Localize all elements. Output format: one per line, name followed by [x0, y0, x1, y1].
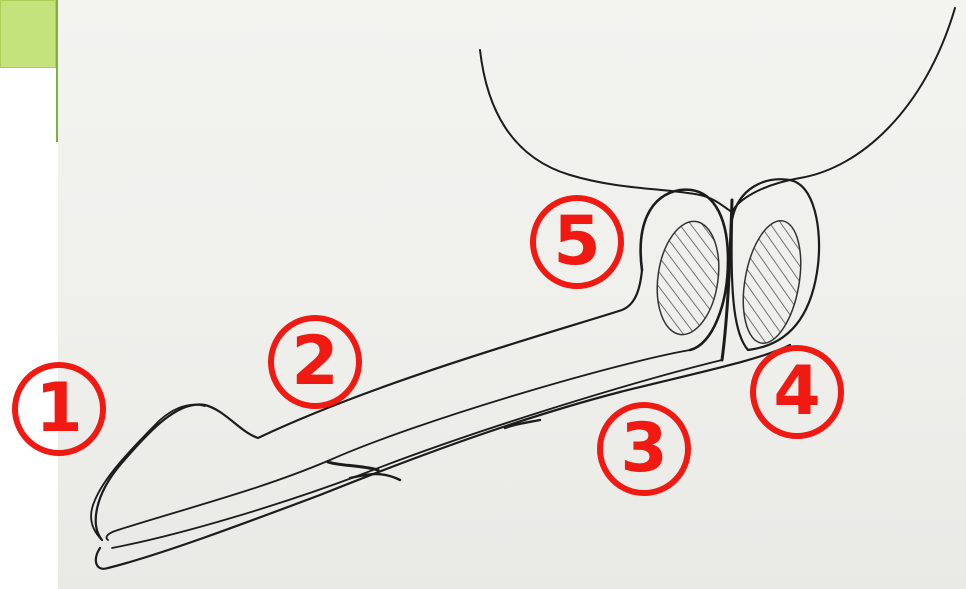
tube-left-tip [91, 405, 205, 540]
marker-3: 3 [597, 402, 691, 496]
tube-mark-a [328, 462, 378, 470]
marker-4: 4 [750, 345, 844, 439]
marker-5-label: 5 [553, 208, 600, 276]
marker-3-label: 3 [620, 415, 667, 483]
marker-1: 1 [12, 362, 106, 456]
marker-2-label: 2 [291, 328, 338, 396]
marker-5: 5 [530, 195, 624, 289]
marker-4-label: 4 [773, 358, 820, 426]
marker-1-label: 1 [35, 375, 82, 443]
marker-2: 2 [268, 315, 362, 409]
left-oval-hatched [650, 217, 725, 338]
upper-body-outline [480, 8, 955, 212]
right-oval-hatched [735, 216, 810, 347]
